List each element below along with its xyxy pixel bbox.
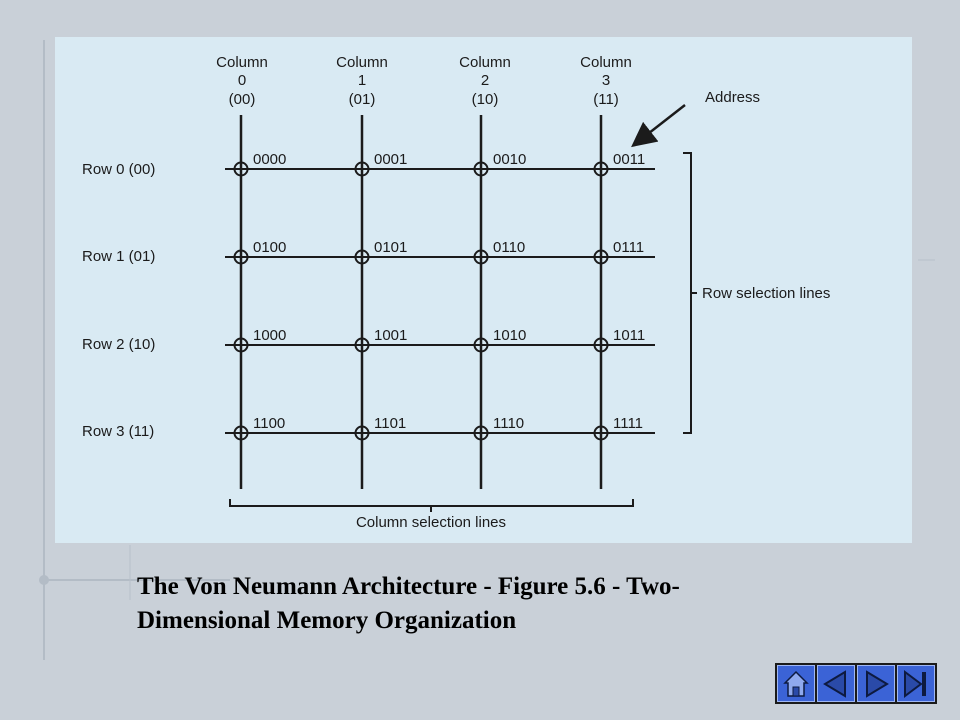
row-selection-bracket xyxy=(683,152,697,434)
back-button[interactable] xyxy=(817,665,855,702)
memory-organization-diagram: Column 0 (00) Column 1 (01) Column 2 (10… xyxy=(82,54,830,531)
intersection-node xyxy=(473,249,489,265)
home-button[interactable] xyxy=(777,665,815,702)
intersection-node xyxy=(593,161,609,177)
column-header-code: (01) xyxy=(349,91,376,108)
column-header: Column 2 (10) xyxy=(459,54,511,108)
intersection-node xyxy=(233,337,249,353)
address-label: Address xyxy=(705,89,760,106)
column-header: Column 1 (01) xyxy=(336,54,388,108)
cell-address: 1111 xyxy=(613,415,643,432)
end-button[interactable] xyxy=(897,665,935,702)
intersection-node xyxy=(354,161,370,177)
cell-address: 0001 xyxy=(374,151,407,168)
left-arrow-icon xyxy=(823,669,846,698)
column-header-label: Column xyxy=(216,54,268,71)
row-label: Row 1 (01) xyxy=(82,248,155,265)
row-label: Row 0 (00) xyxy=(82,161,155,178)
column-selection-bracket xyxy=(229,499,634,512)
intersection-node xyxy=(473,161,489,177)
cell-address: 1101 xyxy=(374,415,406,432)
cell-address: 1011 xyxy=(613,327,645,344)
column-header-index: 3 xyxy=(602,72,610,89)
column-header-index: 2 xyxy=(481,72,489,89)
intersection-node xyxy=(233,161,249,177)
cell-address: 0110 xyxy=(493,239,525,256)
navigation-bar xyxy=(775,663,937,704)
cell-address: 1000 xyxy=(253,327,286,344)
column-header: Column 3 (11) xyxy=(580,54,632,108)
column-header-code: (00) xyxy=(229,91,256,108)
caption-line: The Von Neumann Architecture - Figure 5.… xyxy=(137,573,680,600)
column-header-code: (10) xyxy=(472,91,499,108)
cell-address: 0000 xyxy=(253,151,286,168)
row-label: Row 3 (11) xyxy=(82,423,154,440)
intersection-node xyxy=(593,425,609,441)
intersection-node xyxy=(593,249,609,265)
intersection-node xyxy=(354,337,370,353)
intersection-node xyxy=(354,425,370,441)
cell-address: 0100 xyxy=(253,239,286,256)
forward-button[interactable] xyxy=(857,665,895,702)
intersection-node xyxy=(354,249,370,265)
intersection-node xyxy=(473,425,489,441)
intersection-node xyxy=(233,425,249,441)
end-icon xyxy=(904,669,926,698)
cell-address: 0101 xyxy=(374,239,407,256)
cell-address: 1110 xyxy=(493,415,524,432)
column-header: Column 0 (00) xyxy=(216,54,268,108)
column-selection-label: Column selection lines xyxy=(356,514,506,531)
intersection-node xyxy=(593,337,609,353)
row-selection-label: Row selection lines xyxy=(702,285,830,302)
caption-line: Dimensional Memory Organization xyxy=(137,607,517,634)
cell-address: 0111 xyxy=(613,239,644,256)
figure-caption: The Von Neumann Architecture - Figure 5.… xyxy=(137,570,857,638)
column-header-index: 1 xyxy=(358,72,366,89)
memory-figure-panel: Column 0 (00) Column 1 (01) Column 2 (10… xyxy=(55,37,912,543)
cell-address: 1100 xyxy=(253,415,285,432)
intersection-node xyxy=(473,337,489,353)
column-header-label: Column xyxy=(336,54,388,71)
cell-address: 0010 xyxy=(493,151,526,168)
cell-address: 1010 xyxy=(493,327,526,344)
column-header-code: (11) xyxy=(593,91,619,108)
address-arrow xyxy=(631,104,686,148)
right-arrow-icon xyxy=(866,669,889,698)
cell-address: 0011 xyxy=(613,151,645,168)
column-header-label: Column xyxy=(459,54,511,71)
cell-address: 1001 xyxy=(374,327,407,344)
row-label: Row 2 (10) xyxy=(82,336,155,353)
home-icon xyxy=(783,670,809,697)
column-header-label: Column xyxy=(580,54,632,71)
intersection-node xyxy=(233,249,249,265)
column-header-index: 0 xyxy=(238,72,246,89)
